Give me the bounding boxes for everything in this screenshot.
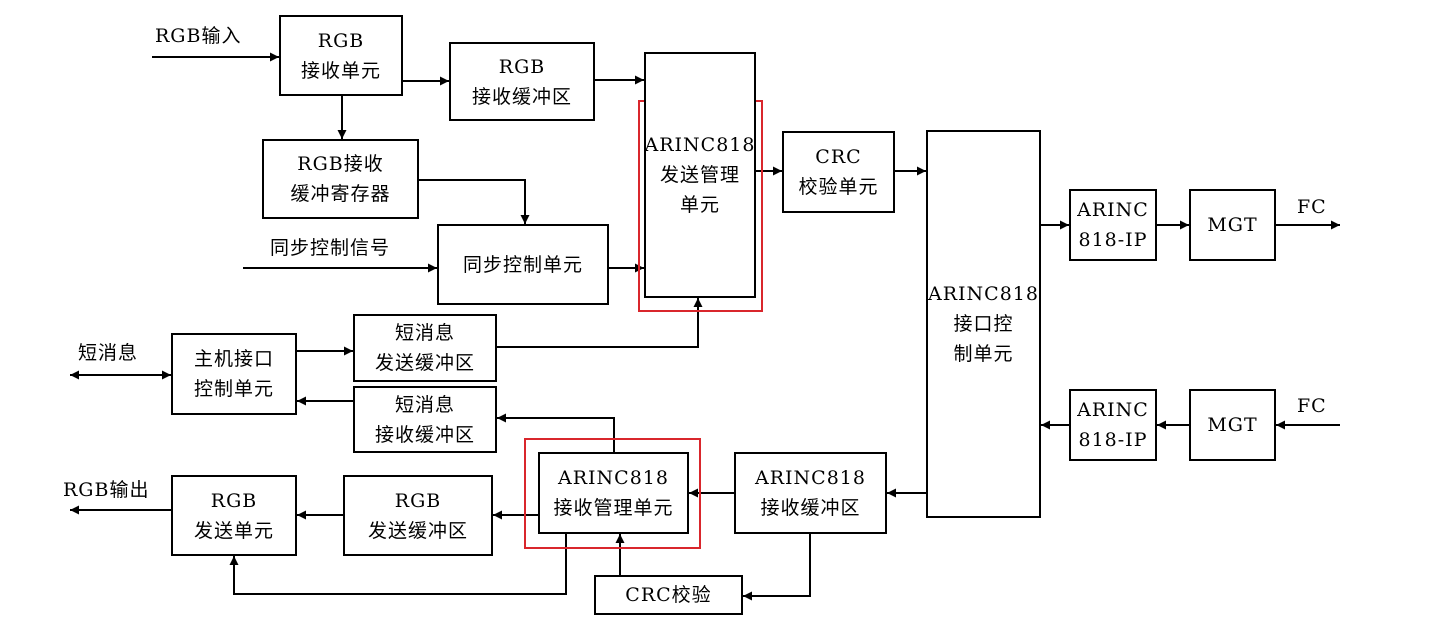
sync-ctrl-unit: 同步控制单元 (437, 224, 609, 305)
arinc818-tx-mgmt-unit: ARINC818 发送管理 单元 (644, 52, 756, 298)
arinc818-ip-rx: ARINC 818-IP (1069, 389, 1157, 461)
arinc818-ip-tx: ARINC 818-IP (1069, 189, 1157, 261)
short-message-label: 短消息 (78, 342, 139, 364)
arinc818-rx-mgmt-unit: ARINC818 接收管理单元 (538, 452, 689, 534)
arrow-msg-tx-to-tx-mgmt (497, 298, 703, 348)
crc-check: CRC校验 (594, 575, 743, 615)
mgt-tx: MGT (1189, 189, 1276, 261)
rgb-output-label: RGB输出 (63, 479, 150, 501)
mgt-rx: MGT (1189, 389, 1276, 461)
rgb-tx-buffer: RGB 发送缓冲区 (343, 475, 493, 556)
rgb-rx-buffer: RGB 接收缓冲区 (449, 42, 595, 121)
sync-signal-label: 同步控制信号 (270, 237, 391, 259)
fc-in-label: FC (1297, 395, 1327, 417)
crc-check-unit: CRC 校验单元 (782, 131, 895, 213)
rgb-tx-unit: RGB 发送单元 (171, 475, 297, 556)
arinc818-rx-buffer: ARINC818 接收缓冲区 (734, 452, 887, 534)
arrow-rx-mgmt-to-msg-rx (497, 413, 615, 452)
fc-out-label: FC (1297, 196, 1327, 218)
rgb-input-label: RGB输入 (155, 25, 242, 47)
arinc818-interface-ctrl-unit: ARINC818 接口控 制单元 (926, 130, 1041, 518)
rx-mgmt-highlight (524, 438, 701, 549)
arrow-rx-mgmt-loop (229, 534, 567, 595)
host-interface-ctrl-unit: 主机接口 控制单元 (171, 333, 297, 415)
short-msg-rx-buffer: 短消息 接收缓冲区 (353, 386, 497, 453)
arrow-register-to-sync (419, 179, 530, 224)
short-msg-tx-buffer: 短消息 发送缓冲区 (353, 314, 497, 382)
rgb-rx-unit: RGB 接收单元 (279, 15, 403, 96)
rgb-rx-register: RGB接收 缓冲寄存器 (262, 139, 419, 219)
arrow-rx-buffer-to-crc (743, 534, 811, 601)
